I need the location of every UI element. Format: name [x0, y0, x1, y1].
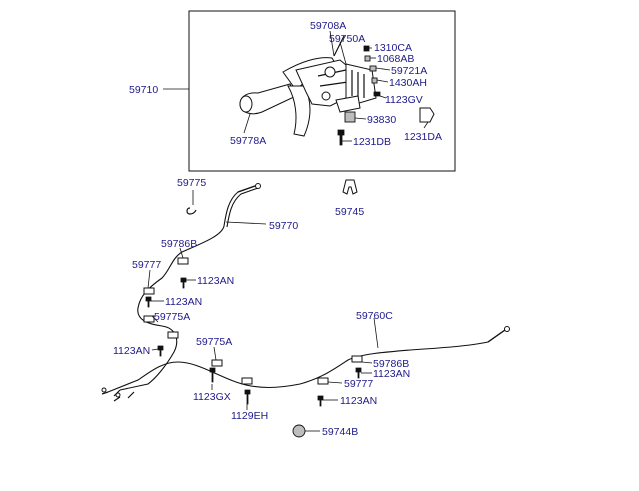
label-59744B: 59744B — [322, 426, 358, 438]
label-59786B-right: 59786B — [373, 358, 409, 370]
front-cable-59770 — [119, 183, 267, 391]
lever-hardware — [337, 45, 435, 146]
label-93830: 93830 — [367, 114, 396, 126]
lower-leaders — [147, 247, 373, 432]
lever-assembly-frame — [188, 10, 456, 172]
label-59750A: 59750A — [329, 33, 365, 45]
label-59745: 59745 — [335, 206, 364, 218]
label-1123AN-e: 1123AN — [340, 395, 377, 407]
label-1123AN-b: 1123AN — [165, 296, 202, 308]
label-1068AB: 1068AB — [377, 53, 414, 65]
label-59710: 59710 — [129, 84, 158, 96]
clip-59745 — [342, 179, 358, 195]
label-1123GV: 1123GV — [385, 94, 423, 106]
label-59777-left: 59777 — [132, 259, 161, 271]
label-59786B-left: 59786B — [161, 238, 197, 250]
label-1123AN-c: 1123AN — [113, 345, 150, 357]
label-59775A-mid: 59775A — [196, 336, 232, 348]
grommet-59744B — [292, 424, 306, 438]
label-1310CA: 1310CA — [374, 42, 412, 54]
label-1430AH: 1430AH — [389, 77, 427, 89]
parking-brake-lever — [239, 35, 377, 137]
label-59721A: 59721A — [391, 65, 427, 77]
rear-cable-59760C — [101, 317, 510, 402]
label-59775A-left: 59775A — [154, 311, 190, 323]
label-59708A: 59708A — [310, 20, 346, 32]
label-59777-right: 59777 — [344, 378, 373, 390]
label-1123GX: 1123GX — [193, 391, 231, 403]
clip-59775 — [186, 207, 197, 215]
label-1123AN-d: 1123AN — [373, 368, 410, 380]
label-1231DB: 1231DB — [353, 136, 391, 148]
label-1231DA: 1231DA — [404, 131, 442, 143]
label-59760C: 59760C — [356, 310, 393, 322]
cable-brackets — [143, 257, 363, 385]
label-1129EH: 1129EH — [231, 410, 268, 422]
box-leaders — [243, 30, 429, 142]
label-59770: 59770 — [269, 220, 298, 232]
label-59778A: 59778A — [230, 135, 266, 147]
label-59775: 59775 — [177, 177, 206, 189]
label-1123AN-a: 1123AN — [197, 275, 234, 287]
bolts — [145, 277, 362, 438]
